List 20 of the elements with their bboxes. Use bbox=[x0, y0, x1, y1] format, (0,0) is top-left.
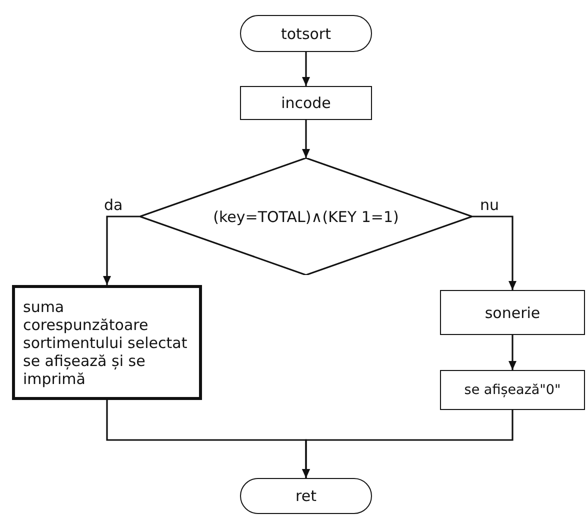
process-box bbox=[240, 86, 372, 120]
arrow bbox=[302, 120, 310, 158]
decision-diamond bbox=[140, 158, 472, 275]
node-text: suma corespunzătoare sortimentului selectat se afișează și se imprimă bbox=[23, 298, 188, 388]
node-text: se afișează"0" bbox=[464, 382, 561, 398]
arrow bbox=[472, 216, 516, 290]
process-box bbox=[12, 285, 202, 400]
node-text: (key=TOTAL)∧(KEY 1=1) bbox=[213, 208, 399, 226]
node-text: incode bbox=[281, 94, 331, 112]
arrow bbox=[103, 216, 140, 285]
arrow bbox=[302, 52, 310, 86]
node-text: totsort bbox=[281, 24, 331, 42]
process-box bbox=[440, 290, 585, 335]
arrow bbox=[508, 335, 516, 370]
terminator-box bbox=[240, 15, 372, 52]
node-text: ret bbox=[296, 487, 316, 505]
terminator-box bbox=[240, 478, 372, 514]
arrow bbox=[302, 410, 514, 478]
process-box bbox=[440, 370, 585, 410]
node-text: sonerie bbox=[484, 304, 540, 322]
